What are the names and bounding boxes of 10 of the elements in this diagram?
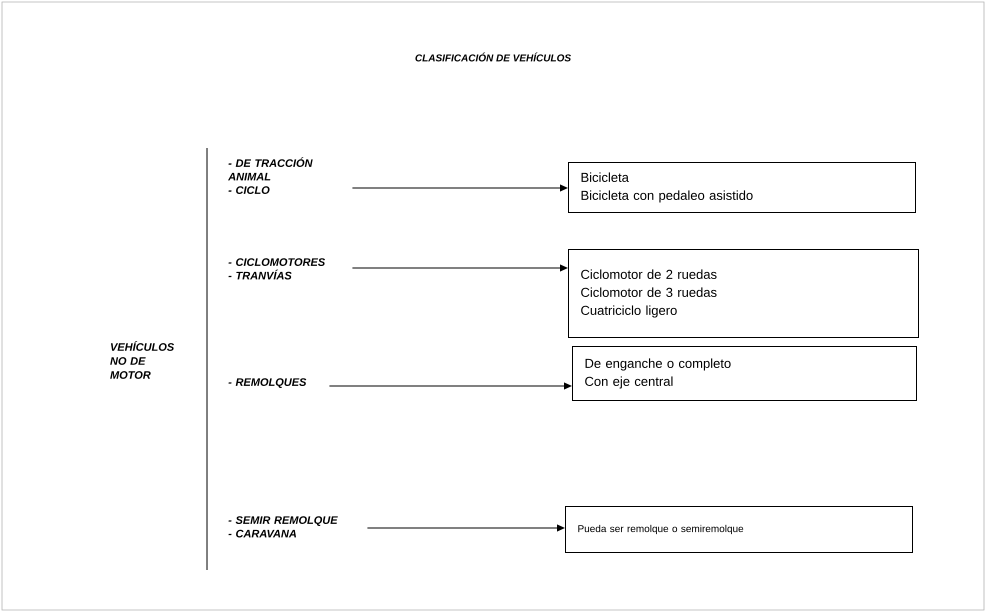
- list-box: Bicicleta Bicicleta con pedaleo asistido: [568, 162, 916, 213]
- title: CLASIFICACIÓN DE VEHÍCULOS: [415, 52, 571, 62]
- category-text: - SEMIR REMOLQUE - CARAVANA: [228, 516, 338, 538]
- category-text: - REMOLQUES: [228, 378, 306, 388]
- list-box: Ciclomotor de 2 ruedas Ciclomotor de 3 ruedas Cuatriciclo ligero: [568, 249, 919, 338]
- category-text: - DE TRACCIÓN ANIMAL - CICLO: [228, 157, 313, 194]
- list-box: De enganche o completo Con eje central: [572, 346, 917, 401]
- category-text: - CICLOMOTORES - TRANVÍAS: [228, 258, 326, 280]
- list-box: Pueda ser remolque o semiremolque: [565, 506, 913, 553]
- group-label: VEHÍCULOS NO DE MOTOR: [110, 341, 174, 379]
